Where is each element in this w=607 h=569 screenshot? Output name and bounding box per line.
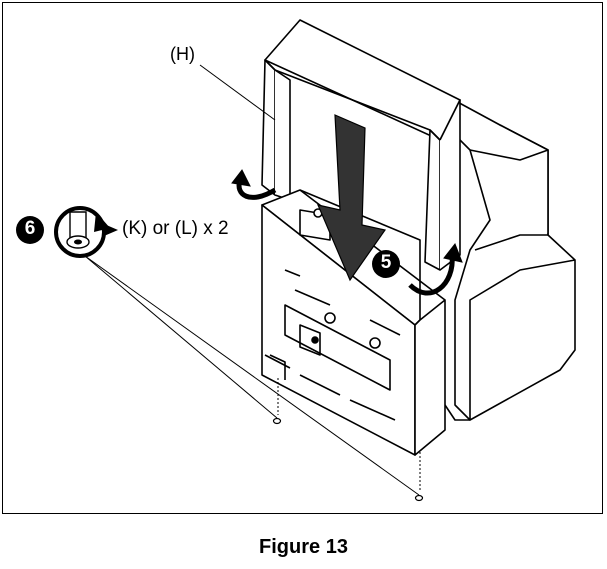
figure-caption: Figure 13: [259, 536, 348, 558]
downward-arrow-icon: [316, 114, 387, 282]
fastener-direction-arrow-icon: [104, 224, 118, 236]
part-label-h: (H): [170, 44, 195, 64]
step-badge-5: [372, 250, 400, 278]
fastener-label: (K) or (L) x 2: [122, 218, 229, 239]
step-badge-6: [16, 216, 44, 244]
screw-rotate-icon: [54, 206, 110, 258]
assembly-drawing: [16, 19, 576, 502]
step-number-5: 5: [380, 252, 392, 273]
leader-line-h: [199, 64, 276, 121]
rotate-arrow-right-icon: [408, 243, 463, 296]
rotate-arrow-left-icon: [231, 169, 277, 200]
step-number-6: 6: [24, 218, 36, 239]
figure-frame: [2, 2, 603, 514]
bracket-h: [261, 19, 461, 271]
base-housing: [379, 59, 576, 421]
screw-icon: [272, 417, 424, 502]
